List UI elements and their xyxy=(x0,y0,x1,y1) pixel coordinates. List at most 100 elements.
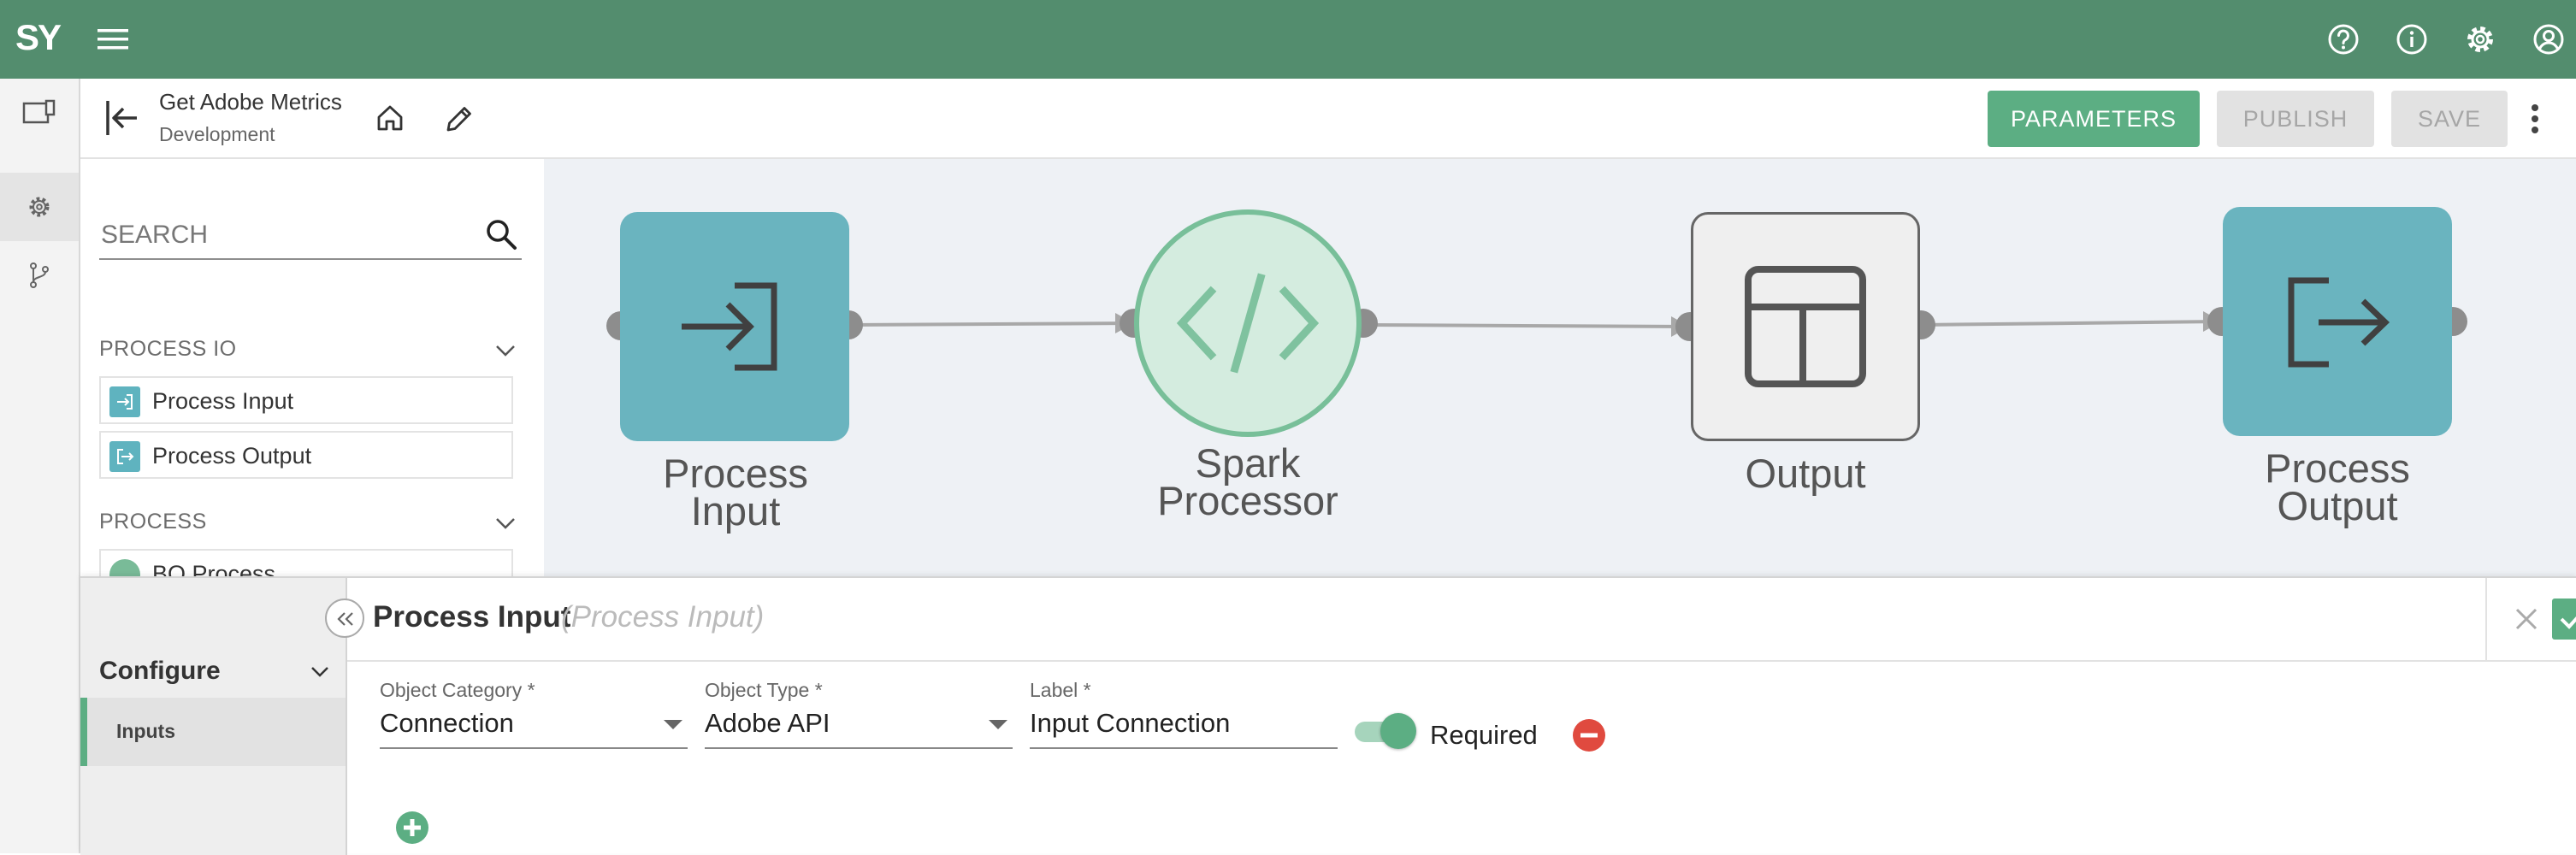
rail-item-branch[interactable] xyxy=(0,241,79,310)
bq-process-icon xyxy=(109,559,140,576)
required-toggle[interactable] xyxy=(1353,713,1416,751)
palette-item-label: Process Input xyxy=(152,388,294,414)
node-process-output[interactable] xyxy=(2223,207,2452,436)
connector-3[interactable] xyxy=(1920,311,2223,332)
layout-icon xyxy=(1743,264,1868,389)
plus-circle-icon xyxy=(395,811,429,845)
publish-button[interactable]: PUBLISH xyxy=(2217,91,2374,147)
settings-icon[interactable] xyxy=(2463,22,2497,56)
node-label-line: Input xyxy=(690,488,781,534)
section-title: PROCESS xyxy=(99,510,207,534)
parameters-button[interactable]: PARAMETERS xyxy=(1988,91,2200,147)
flow-canvas[interactable]: Process Input Spark Processor Output Pro… xyxy=(544,159,2576,576)
device-icon xyxy=(22,98,56,127)
dropdown-arrow-icon xyxy=(664,720,682,729)
config-nav: Configure Inputs xyxy=(80,578,347,855)
process-environment: Development xyxy=(159,123,275,145)
back-icon[interactable] xyxy=(103,97,140,139)
field-label: Object Category * xyxy=(380,679,535,701)
left-rail xyxy=(0,79,80,853)
dropdown-arrow-icon xyxy=(989,720,1007,729)
panel-header: Process Input (Process Input) xyxy=(347,578,2576,662)
add-input-button[interactable] xyxy=(395,811,429,845)
node-label-line: Spark xyxy=(1195,440,1301,486)
more-options-icon[interactable] xyxy=(2530,103,2540,135)
field-label: Object Type * xyxy=(705,679,823,701)
node-spark-processor[interactable] xyxy=(1134,209,1362,437)
section-process-io[interactable]: PROCESS IO xyxy=(99,333,522,368)
minus-circle-icon xyxy=(1572,718,1606,752)
connector-1[interactable] xyxy=(848,313,1135,333)
node-label-line: Output xyxy=(1745,451,1866,496)
config-panel: Configure Inputs Process Input (Process … xyxy=(80,576,2576,855)
node-label: Spark Processor xyxy=(1107,440,1389,523)
connector-2[interactable] xyxy=(1362,316,1691,337)
node-label-line: Process xyxy=(2265,445,2410,491)
process-header: Get Adobe Metrics Development PARAMETERS… xyxy=(80,79,2576,159)
info-icon[interactable] xyxy=(2395,22,2429,56)
node-label: Output xyxy=(1664,451,1947,496)
home-icon[interactable] xyxy=(375,103,405,133)
toggle-knob xyxy=(1380,713,1416,749)
account-icon[interactable] xyxy=(2532,22,2566,56)
panel-title: Process Input xyxy=(373,600,571,634)
top-bar: SY xyxy=(0,0,2576,79)
code-icon xyxy=(1175,273,1320,374)
gear-icon xyxy=(27,194,52,220)
chevron-down-icon xyxy=(494,516,517,530)
nav-item-inputs[interactable]: Inputs xyxy=(80,698,346,766)
save-button[interactable]: SAVE xyxy=(2391,91,2508,147)
help-icon[interactable] xyxy=(2326,22,2360,56)
node-label-line: Output xyxy=(2277,483,2398,528)
field-label: Label * xyxy=(1030,679,1091,701)
node-label-line: Process xyxy=(663,451,808,496)
rail-item-device[interactable] xyxy=(0,79,79,147)
rail-item-settings[interactable] xyxy=(0,173,79,241)
process-name: Get Adobe Metrics xyxy=(159,89,342,115)
double-chevron-left-icon xyxy=(334,610,357,628)
process-input-icon xyxy=(675,275,795,378)
palette-item-label: Process Output xyxy=(152,443,312,469)
check-icon xyxy=(2559,607,2576,631)
field-value: Adobe API xyxy=(705,708,830,738)
object-type-select[interactable]: Object Type * Adobe API xyxy=(705,679,1013,749)
chevron-down-icon xyxy=(310,665,330,679)
required-label: Required xyxy=(1430,720,1538,750)
field-underline xyxy=(705,747,1013,749)
search-input[interactable] xyxy=(99,215,458,255)
component-palette: PROCESS IO Process Input Process Output … xyxy=(80,159,544,576)
palette-item-bq-process[interactable]: BQ Process xyxy=(99,549,513,576)
field-value: Connection xyxy=(380,708,514,738)
collapse-panel-button[interactable] xyxy=(325,598,364,638)
process-input-icon xyxy=(109,386,140,417)
label-input[interactable]: Label * Input Connection xyxy=(1030,679,1338,749)
node-output[interactable] xyxy=(1691,212,1920,441)
section-process[interactable]: PROCESS xyxy=(99,506,522,540)
process-output-icon xyxy=(2283,272,2394,373)
remove-input-button[interactable] xyxy=(1572,718,1606,752)
node-label: Process Input xyxy=(594,451,877,534)
header-divider xyxy=(2485,578,2487,662)
node-label-line: Processor xyxy=(1157,478,1338,523)
search-field xyxy=(99,209,522,260)
close-icon[interactable] xyxy=(2513,605,2540,633)
palette-item-label: BQ Process xyxy=(152,561,276,576)
branch-icon xyxy=(28,262,50,289)
object-category-select[interactable]: Object Category * Connection xyxy=(380,679,688,749)
search-icon[interactable] xyxy=(484,217,518,251)
configure-section[interactable]: Configure xyxy=(99,657,330,691)
app-logo[interactable]: SY xyxy=(15,17,62,57)
node-process-input[interactable] xyxy=(620,212,849,441)
menu-icon[interactable] xyxy=(96,24,130,55)
palette-item-process-input[interactable]: Process Input xyxy=(99,376,513,424)
nav-item-label: Inputs xyxy=(116,720,175,742)
node-label: Process Output xyxy=(2196,445,2479,528)
field-value: Input Connection xyxy=(1030,708,1231,738)
section-title: PROCESS IO xyxy=(99,337,237,361)
process-output-icon xyxy=(109,441,140,472)
edit-icon[interactable] xyxy=(443,103,476,135)
field-underline xyxy=(380,747,688,749)
configure-title: Configure xyxy=(99,657,221,685)
confirm-button[interactable] xyxy=(2552,598,2576,640)
palette-item-process-output[interactable]: Process Output xyxy=(99,431,513,479)
